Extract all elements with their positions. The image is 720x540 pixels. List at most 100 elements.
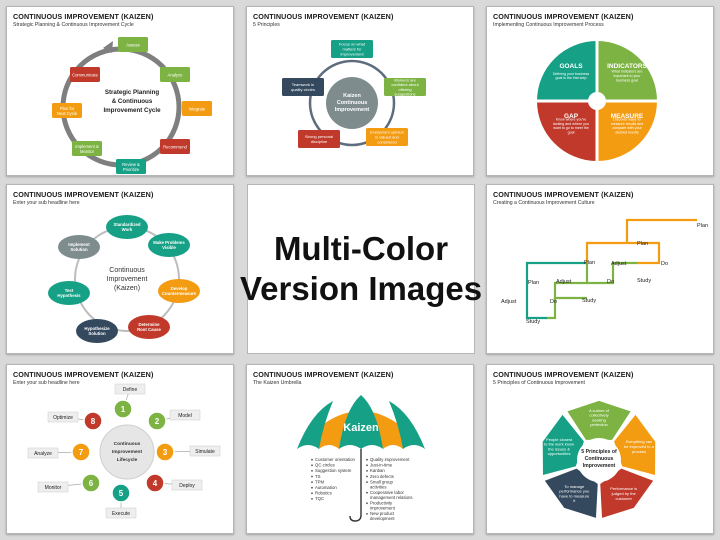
slide-subtitle: Implementing Continuous Improvement Proc… <box>493 22 604 28</box>
slide-subtitle: 5 Principles of Continuous Improvement <box>493 380 585 386</box>
slide-principles-pentagon[interactable]: CONTINUOUS IMPROVEMENT (KAIZEN) 5 Princi… <box>486 364 714 534</box>
principle-node-box <box>384 78 426 96</box>
cycle-center-line2: & Continuous <box>112 98 153 105</box>
cycle-node-label: Implement &Monitor <box>75 144 99 154</box>
cycle-node-box <box>116 159 146 174</box>
cycle-node-box <box>160 139 190 154</box>
label-adjust-top: Adjust <box>611 261 627 267</box>
slide-strategic-cycle[interactable]: CONTINUOUS IMPROVEMENT (KAIZEN) Strategi… <box>6 6 234 176</box>
pentagon-segment <box>542 414 584 476</box>
label-study-low: Study <box>526 319 540 325</box>
label-do-low: Do <box>550 299 557 305</box>
caption-line1: Multi-Color <box>273 230 449 267</box>
lifecycle-step-label-box <box>27 447 59 459</box>
center-caption: Multi-Color Version Images <box>240 184 482 354</box>
umbrella-left-item: Robotics <box>315 491 332 496</box>
principles-center-line1: Kaizen <box>343 93 361 99</box>
principles-center-line2: Continuous <box>337 100 368 106</box>
step-node-ellipse <box>148 233 190 257</box>
lifecycle-step-label: Analyze <box>34 451 52 457</box>
slide-kaizen-steps[interactable]: CONTINUOUS IMPROVEMENT (KAIZEN) Enter yo… <box>6 184 234 354</box>
label-study-mid: Study <box>582 298 596 304</box>
lifecycle-step-label-box <box>37 481 69 493</box>
lifecycle-step-circle <box>71 442 91 462</box>
principle-node-box <box>282 78 324 96</box>
label-plan-mid: Plan <box>637 241 648 247</box>
lifecycle-step-label-box <box>171 479 203 491</box>
umbrella-right-item: Just-in-time <box>370 463 393 468</box>
umbrella-left-item: QC circles <box>315 463 335 468</box>
lifecycle-diagram: Continuous Improvement Lifecycle 1Define… <box>27 383 221 519</box>
cycle-node-box <box>118 37 148 52</box>
cycle-node-label: Communicate <box>72 73 99 78</box>
slide-five-principles[interactable]: CONTINUOUS IMPROVEMENT (KAIZEN) 5 Princi… <box>246 6 474 176</box>
cycle-node-box <box>160 67 190 82</box>
slide-title: CONTINUOUS IMPROVEMENT (KAIZEN) <box>493 190 634 199</box>
quadrant-indicators-label: INDICATORS <box>607 63 648 70</box>
umbrella-right-item: Kanban <box>370 468 385 473</box>
lifecycle-step-number: 6 <box>89 479 94 488</box>
slide-improvement-culture[interactable]: CONTINUOUS IMPROVEMENT (KAIZEN) Creating… <box>486 184 714 354</box>
kaizen-steps-diagram: Continuous Improvement (Kaizen) Standard… <box>48 215 200 343</box>
lifecycle-step-label-box <box>105 507 137 519</box>
pentagon-segment <box>614 414 656 476</box>
slide-title: CONTINUOUS IMPROVEMENT (KAIZEN) <box>493 370 634 379</box>
pentagon-center-line1: 5 Principles of <box>581 449 617 455</box>
pentagon-segment <box>600 468 654 518</box>
cycle-center-line3: Improvement Cycle <box>103 107 161 114</box>
lifecycle-step-label-box <box>169 409 201 421</box>
lifecycle-step-number: 3 <box>163 448 168 457</box>
cycle-node-box <box>72 141 102 156</box>
step-node-ellipse <box>76 319 118 343</box>
cycle-node-label: Recommend <box>163 145 187 150</box>
lifecycle-step-label-box <box>47 411 79 423</box>
step-node-ellipse <box>128 315 170 339</box>
cycle-node-label: Integrate <box>189 107 206 112</box>
lifecycle-step-label: Execute <box>112 511 130 517</box>
steps-center-line3: (Kaizen) <box>114 285 140 292</box>
label-plan-top: Plan <box>697 223 708 229</box>
umbrella-right-item: Zero defects <box>370 474 394 479</box>
pentagon-segment <box>567 400 631 440</box>
lifecycle-step-label-box <box>189 445 221 457</box>
quadrant-diagram: GOALS INDICATORS GAP MEASURE Defining yo… <box>537 41 657 161</box>
strategic-cycle-diagram: Strategic Planning & Continuous Improvem… <box>52 37 212 174</box>
principle-node-box <box>366 128 408 146</box>
slide-title: CONTINUOUS IMPROVEMENT (KAIZEN) <box>493 12 634 21</box>
cycle-node-box <box>52 103 82 118</box>
principle-node-box <box>331 40 373 58</box>
slide-lifecycle[interactable]: CONTINUOUS IMPROVEMENT (KAIZEN) Enter yo… <box>6 364 234 534</box>
slide-title: CONTINUOUS IMPROVEMENT (KAIZEN) <box>13 370 154 379</box>
slide-subtitle: Creating a Continuous Improvement Cultur… <box>493 200 595 206</box>
step-node-ellipse <box>158 279 200 303</box>
slide-subtitle: Enter your sub headline here <box>13 200 80 206</box>
slide-kaizen-umbrella[interactable]: CONTINUOUS IMPROVEMENT (KAIZEN) The Kaiz… <box>246 364 474 534</box>
slide-improvement-process[interactable]: CONTINUOUS IMPROVEMENT (KAIZEN) Implemen… <box>486 6 714 176</box>
slide-subtitle: Enter your sub headline here <box>13 380 80 386</box>
principles-center-line3: Improvement <box>335 107 370 113</box>
lifecycle-step-circle <box>111 483 131 503</box>
label-study-top: Study <box>637 278 651 284</box>
lifecycle-step-number: 1 <box>121 405 126 414</box>
caption-line2: Version Images <box>239 270 483 307</box>
principle-node-box <box>298 130 340 148</box>
lifecycle-step-label: Deploy <box>179 483 195 489</box>
cycle-node-label: Analyze <box>168 73 184 78</box>
